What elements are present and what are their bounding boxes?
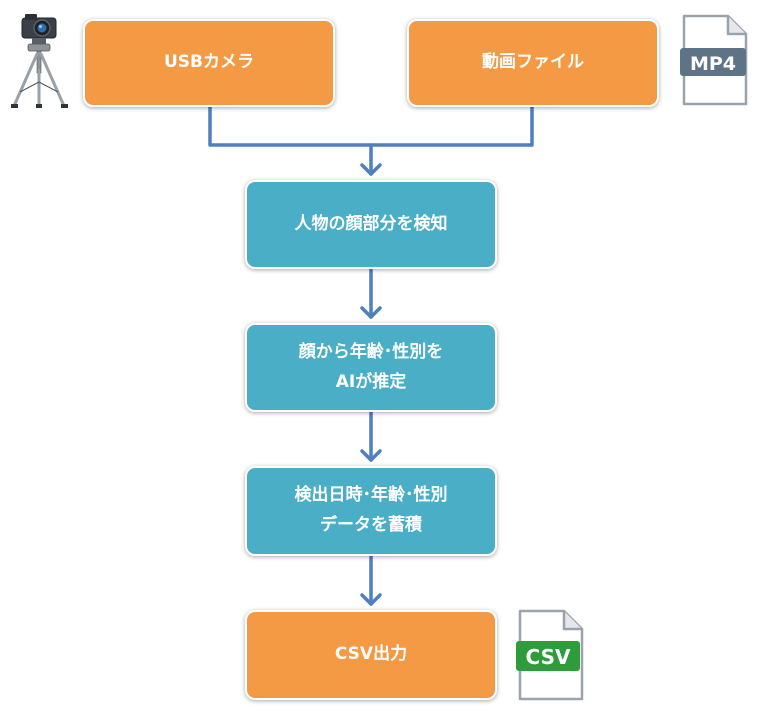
csv-label: CSV xyxy=(526,645,571,669)
store-label-line-1: 検出日時･年齢･性別 xyxy=(294,485,448,506)
arrow-to-detect-head xyxy=(360,163,382,176)
arrow-to-estimate-head xyxy=(360,306,382,319)
arrow-to-store-head xyxy=(360,449,382,462)
merge-connector xyxy=(208,104,534,147)
detect-label: 人物の顔部分を検知 xyxy=(294,213,448,234)
estimate-label-line-2: AIが推定 xyxy=(335,371,407,392)
csv-output-label: CSV出力 xyxy=(334,644,408,665)
store-node: 検出日時･年齢･性別 データを蓄積 xyxy=(245,466,497,556)
detect-node: 人物の顔部分を検知 xyxy=(245,180,497,269)
estimate-node: 顔から年齢･性別を AIが推定 xyxy=(245,323,497,412)
video-file-node: 動画ファイル xyxy=(407,19,659,107)
csv-output-node: CSV出力 xyxy=(245,610,497,700)
usb-camera-label: USBカメラ xyxy=(163,52,254,73)
usb-camera-node: USBカメラ xyxy=(83,19,335,107)
video-file-label: 動画ファイル xyxy=(482,52,584,73)
arrow-to-csv-head xyxy=(360,593,382,606)
camera-tripod-icon xyxy=(11,14,68,108)
estimate-label-line-1: 顔から年齢･性別を xyxy=(298,341,444,362)
store-label-line-2: データを蓄積 xyxy=(320,515,422,535)
mp4-label: MP4 xyxy=(690,53,736,75)
mp4-file-icon: MP4 xyxy=(680,14,748,106)
csv-file-icon: CSV xyxy=(516,609,584,701)
